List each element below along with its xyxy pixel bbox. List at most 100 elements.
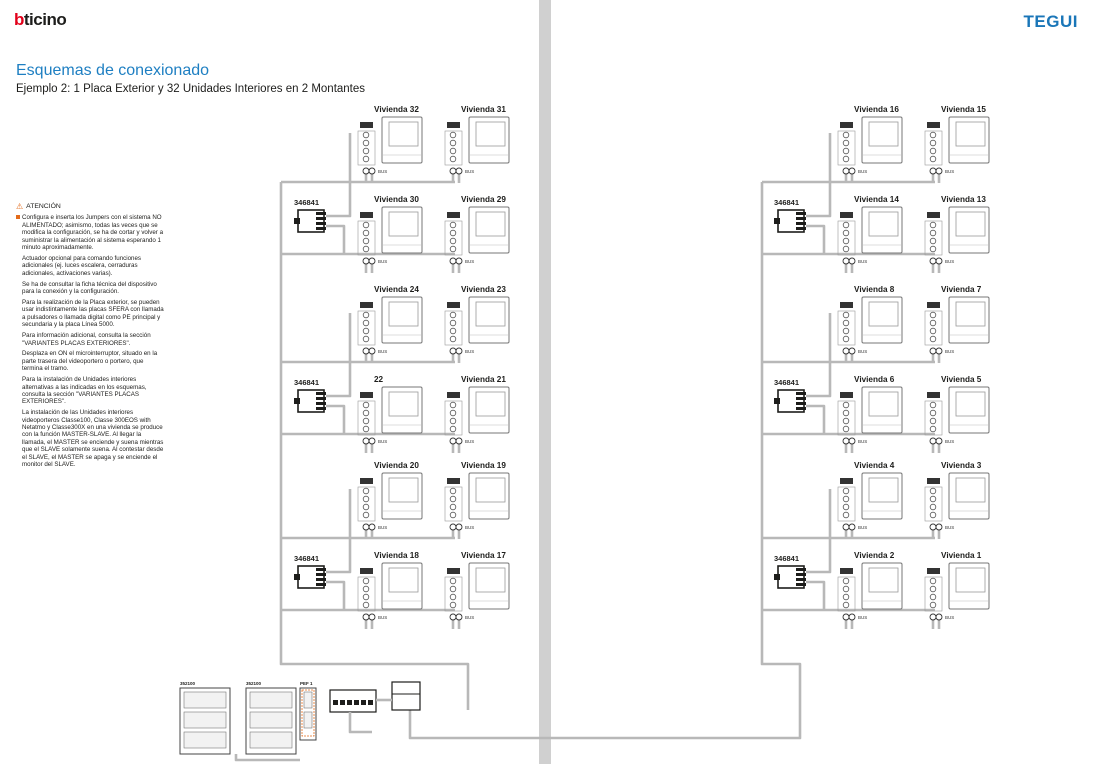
terminal-icon <box>449 335 457 343</box>
distributor-input-icon <box>774 574 780 580</box>
terminal-icon <box>362 577 370 585</box>
distributor-346841: 346841 <box>294 378 326 413</box>
terminal-icon <box>362 487 370 495</box>
notes-panel: ⚠ ATENCIÓN Configura e inserta los Jumpe… <box>16 202 164 472</box>
terminal-icon <box>842 495 850 503</box>
tegui-logo: TEGUI <box>1023 12 1078 31</box>
controller-terminal-icon <box>333 700 338 705</box>
jumper-icon <box>927 568 940 574</box>
unit-label: Vivienda 30 <box>374 195 419 204</box>
terminal-icon <box>842 319 850 327</box>
panel-module <box>183 711 227 729</box>
panel-code: 352100 <box>246 681 262 686</box>
terminal-icon <box>929 503 937 511</box>
controller-terminal-icon <box>347 700 352 705</box>
note-paragraph: Para la instalación de Unidades interior… <box>22 376 147 406</box>
bus-terminal-icon <box>362 167 370 175</box>
terminal-icon <box>842 237 850 245</box>
distributor-port-icon <box>796 578 806 581</box>
jumper-icon <box>840 302 853 308</box>
bus-terminal-icon <box>368 347 376 355</box>
page-subtitle: Ejemplo 2: 1 Placa Exterior y 32 Unidade… <box>16 83 366 95</box>
terminal-icon <box>929 319 937 327</box>
config-block <box>837 400 856 436</box>
bus-label: BUS <box>858 525 867 530</box>
warning-heading: ⚠ ATENCIÓN <box>16 202 61 211</box>
distributor-port-icon <box>316 573 326 576</box>
unit-label: Vivienda 3 <box>941 461 982 470</box>
power-supply-body <box>391 681 421 711</box>
bus-label: BUS <box>945 169 954 174</box>
bus-terminal-icon <box>362 437 370 445</box>
bus-terminal-icon <box>935 523 943 531</box>
terminal-icon <box>449 425 457 433</box>
config-block <box>837 576 856 612</box>
terminal-icon <box>842 401 850 409</box>
bus-wire <box>326 224 346 255</box>
terminal-icon <box>449 229 457 237</box>
distributor-input-icon <box>294 398 300 404</box>
bus-terminal-icon <box>929 167 937 175</box>
terminal-icon <box>449 131 457 139</box>
panel-module <box>249 691 293 709</box>
terminal-icon <box>842 139 850 147</box>
bus-terminal-icon <box>362 347 370 355</box>
jumper-icon <box>840 392 853 398</box>
bus-terminal-icon <box>929 347 937 355</box>
distributor-port-icon <box>796 568 806 571</box>
monitor-screen <box>388 301 419 327</box>
terminal-icon <box>842 327 850 335</box>
bus-wire <box>806 313 832 398</box>
config-block <box>357 130 376 166</box>
terminal-icon <box>362 335 370 343</box>
bus-wire <box>806 224 826 255</box>
bus-wire <box>326 404 346 435</box>
terminal-icon <box>362 409 370 417</box>
distributor-input-icon <box>294 218 300 224</box>
distributor-346841: 346841 <box>774 378 806 413</box>
bus-terminal-icon <box>362 257 370 265</box>
distributor-port-icon <box>796 392 806 395</box>
bus-wire <box>806 404 826 435</box>
terminal-icon <box>842 585 850 593</box>
bus-label: BUS <box>858 169 867 174</box>
note-paragraph: Para información adicional, consulta la … <box>22 332 151 347</box>
distributor-port-icon <box>316 392 326 395</box>
bus-label: BUS <box>465 615 474 620</box>
unit-label: 22 <box>374 375 384 384</box>
terminal-icon <box>929 409 937 417</box>
terminal-icon <box>449 221 457 229</box>
accent-outline <box>301 689 315 737</box>
bus-label: BUS <box>465 169 474 174</box>
jumper-icon <box>840 478 853 484</box>
terminal-icon <box>929 401 937 409</box>
terminal-icon <box>929 425 937 433</box>
note-paragraph: Configura e inserta los Jumpers con el s… <box>16 214 164 251</box>
bus-terminal-icon <box>368 523 376 531</box>
config-block <box>837 486 856 522</box>
bus-terminal-icon <box>935 167 943 175</box>
terminal-icon <box>362 593 370 601</box>
monitor-screen <box>475 391 506 417</box>
unit-label: Vivienda 6 <box>854 375 895 384</box>
page-title: Esquemas de conexionado <box>16 62 210 79</box>
note-paragraph: Desplaza en ON el microinterruptor, situ… <box>22 350 158 373</box>
distributor-port-icon <box>796 573 806 576</box>
bus-terminal-icon <box>935 437 943 445</box>
bus-label: BUS <box>945 525 954 530</box>
bus-label: BUS <box>858 259 867 264</box>
terminal-icon <box>362 401 370 409</box>
terminal-icon <box>842 417 850 425</box>
bus-wire <box>806 580 826 611</box>
terminal-icon <box>362 425 370 433</box>
monitor-screen <box>955 121 986 147</box>
bus-label: BUS <box>945 349 954 354</box>
unit-label: Vivienda 20 <box>374 461 419 470</box>
bus-terminal-icon <box>848 613 856 621</box>
monitor-screen <box>388 391 419 417</box>
